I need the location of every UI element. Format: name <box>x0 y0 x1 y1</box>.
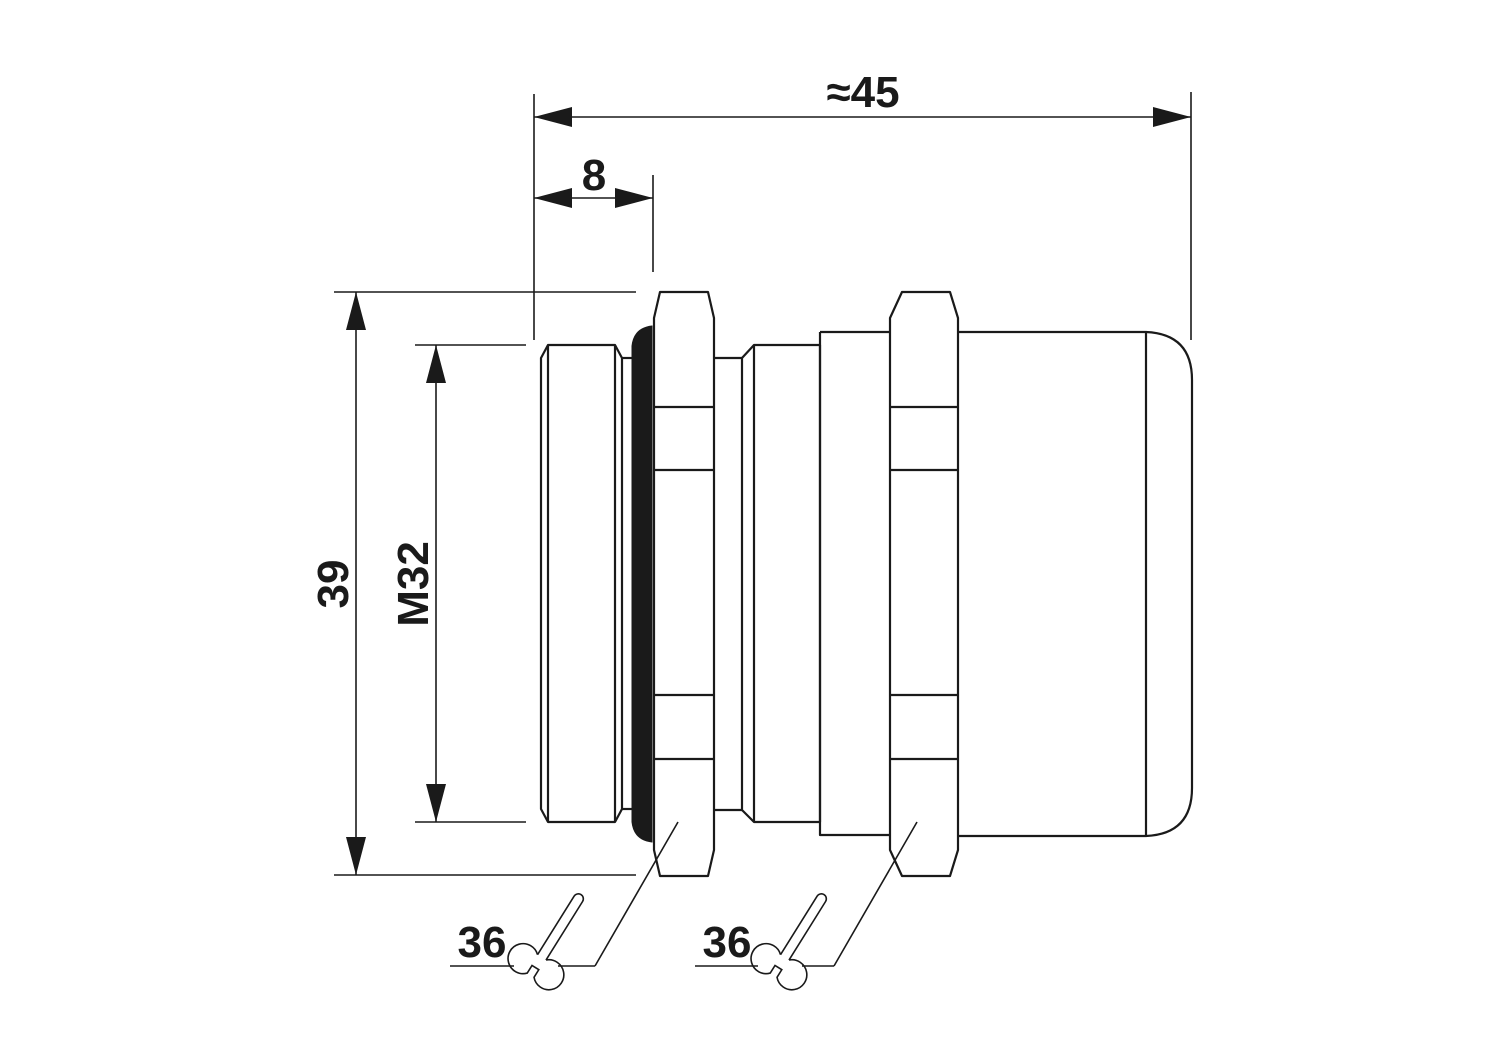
cap-nut-wrench-size: 36 <box>703 918 752 967</box>
dimension-thread-size: M32 <box>389 344 526 823</box>
overall-length-label: ≈45 <box>826 68 899 117</box>
wrench-callout-locknut: 36 <box>450 821 679 991</box>
dimension-outer-height: 39 <box>309 291 636 876</box>
wrench-icon <box>507 893 585 991</box>
locknut-wrench-size: 36 <box>458 918 507 967</box>
wrench-icon <box>750 893 828 991</box>
dome-cap <box>958 330 1194 838</box>
cap-nut <box>888 290 960 878</box>
dimension-overall-length: ≈45 <box>533 68 1192 340</box>
body-shoulder <box>818 330 890 837</box>
dimension-thread-length: 8 <box>534 151 654 272</box>
thread-length-label: 8 <box>582 151 606 200</box>
threaded-stub <box>539 343 634 824</box>
body-middle <box>714 343 822 824</box>
wrench-callout-cap-nut: 36 <box>695 821 918 991</box>
o-ring-seal <box>631 325 653 843</box>
thread-size-label: M32 <box>389 541 438 627</box>
outer-height-label: 39 <box>309 560 358 609</box>
locknut <box>652 290 716 878</box>
